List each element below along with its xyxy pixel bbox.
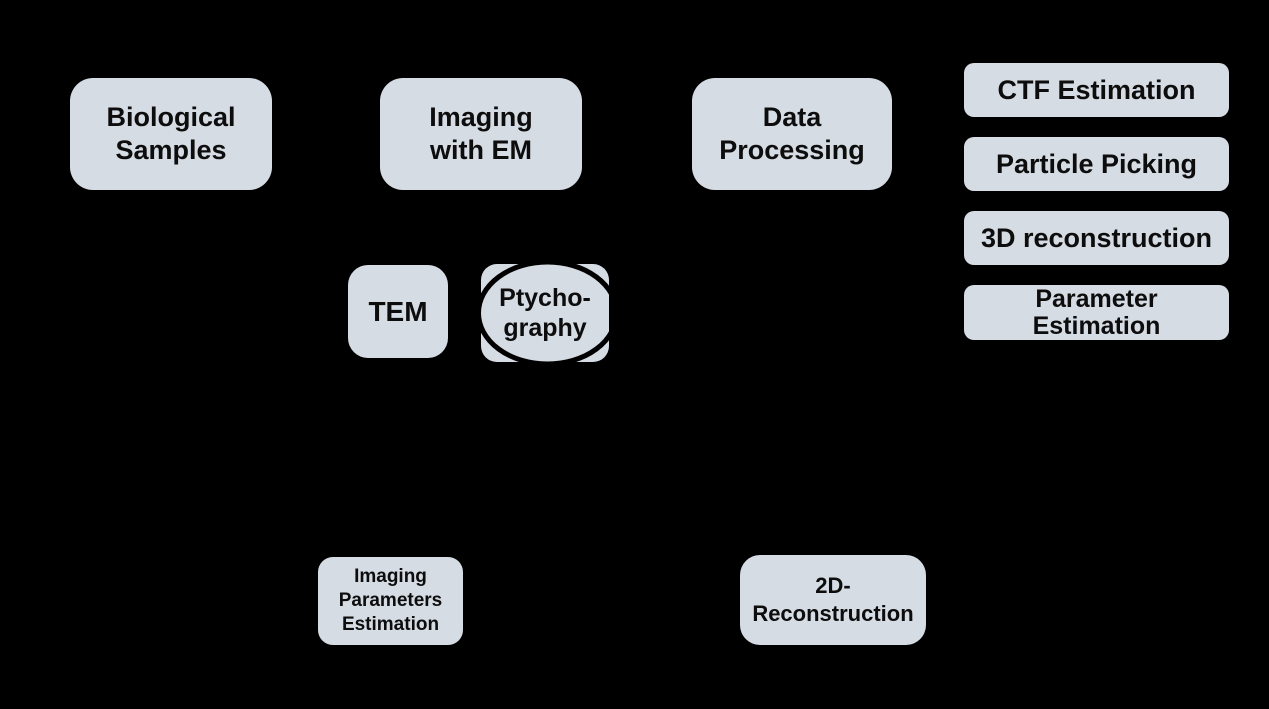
node-label: Imaging Parameters Estimation: [338, 566, 443, 635]
node-tem: TEM: [348, 265, 448, 358]
node-label: CTF Estimation: [997, 74, 1196, 105]
node-ptychography: Ptycho- graphy: [481, 264, 609, 362]
node-label: 3D reconstruction: [980, 222, 1213, 253]
node-data-processing: Data Processing: [692, 78, 892, 190]
node-label: Biological Samples: [106, 102, 236, 165]
node-imaging-with-em: Imaging with EM: [380, 78, 582, 190]
node-ctf-estimation: CTF Estimation: [964, 63, 1229, 117]
node-label: Particle Picking: [995, 148, 1198, 179]
node-label: Ptycho- graphy: [499, 284, 591, 342]
node-label: 2D- Reconstruction: [752, 573, 914, 626]
node-3d-reconstruction: 3D reconstruction: [964, 211, 1229, 265]
node-label: Data Processing: [719, 102, 865, 165]
node-label: Parameter Estimation: [1032, 284, 1161, 340]
node-particle-picking: Particle Picking: [964, 137, 1229, 191]
node-imaging-parameters-estimation: Imaging Parameters Estimation: [318, 557, 463, 645]
node-label: Imaging with EM: [429, 102, 533, 165]
node-biological-samples: Biological Samples: [70, 78, 272, 190]
node-2d-reconstruction: 2D- Reconstruction: [740, 555, 926, 645]
node-label: TEM: [368, 295, 428, 327]
node-parameter-estimation: Parameter Estimation: [964, 285, 1229, 340]
